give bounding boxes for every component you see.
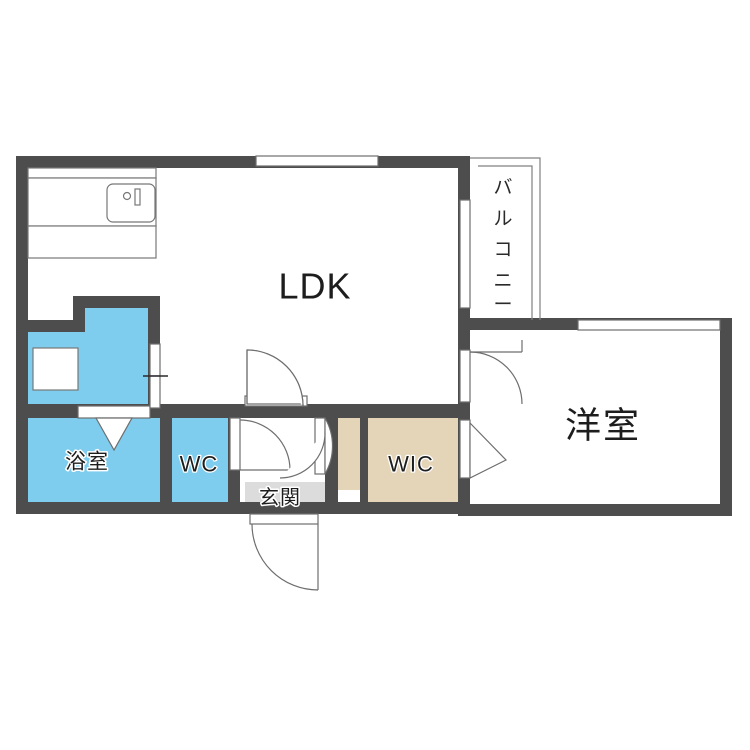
label-balcony: バ ル コ ニ ー — [493, 178, 512, 316]
room-wic[interactable] — [368, 418, 460, 514]
label-balcony-char-0: バ — [493, 178, 512, 199]
balcony-sliding-door[interactable] — [459, 199, 471, 309]
label-genkan: 玄関 — [259, 486, 301, 509]
room-balcony[interactable] — [470, 158, 540, 320]
faucet-icon — [134, 188, 141, 206]
room-wc[interactable] — [172, 418, 228, 514]
doors — [77, 340, 523, 591]
label-balcony-char-1: ル — [493, 209, 512, 230]
label-balcony-char-2: コ — [493, 240, 512, 261]
genkan-front-door[interactable] — [249, 513, 319, 591]
label-balcony-char-4: ー — [493, 295, 512, 316]
hall-partition-door[interactable] — [279, 417, 334, 479]
sink-icon — [106, 183, 156, 223]
label-wc: WC — [180, 452, 219, 477]
kitchen-counter — [27, 167, 157, 259]
label-ldk: LDK — [278, 266, 351, 307]
room-yokushitsu[interactable] — [16, 418, 160, 514]
room-labels: LDK 洋室 バ ル コ ニ ー 浴室 WC WIC 玄関 — [64, 178, 641, 511]
washing-machine-pan — [32, 347, 79, 391]
label-yokushitsu: 浴室 — [65, 451, 109, 474]
yoshitsu-entry-door[interactable] — [459, 340, 523, 405]
shoe-cabinet[interactable] — [338, 418, 360, 490]
label-wic: WIC — [388, 452, 434, 477]
ldk-entry-door[interactable] — [244, 349, 308, 407]
sink-drain-icon — [122, 191, 132, 201]
label-yoshitsu: 洋室 — [565, 405, 641, 446]
label-balcony-char-3: ニ — [493, 271, 512, 292]
wc-door[interactable] — [229, 417, 291, 471]
ldk-north-window[interactable] — [255, 155, 379, 167]
wic-door[interactable] — [459, 419, 508, 479]
windows — [255, 155, 721, 331]
senmen-sliding-door[interactable] — [143, 343, 168, 409]
balcony-outline — [470, 157, 541, 320]
bath-door[interactable] — [77, 405, 151, 452]
yoshitsu-north-window[interactable] — [577, 319, 721, 331]
room-yoshitsu[interactable] — [470, 330, 732, 516]
